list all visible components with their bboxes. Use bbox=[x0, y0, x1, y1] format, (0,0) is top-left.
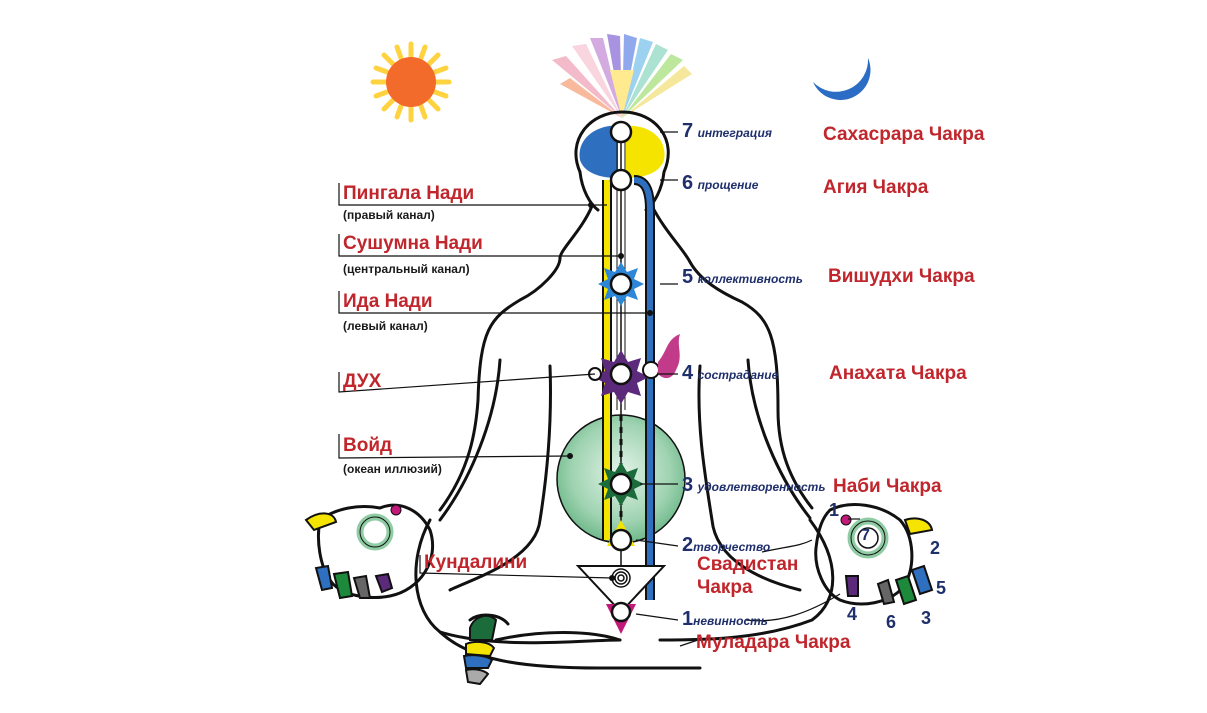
finger-number-2: 2 bbox=[930, 538, 941, 558]
chakra-1-name: Муладара Чакра bbox=[696, 632, 851, 653]
void-subtitle: (океан иллюзий) bbox=[343, 462, 442, 476]
chakra-3-label: 3 удовлетворенность bbox=[682, 474, 825, 497]
chakra-4-name: Анахата Чакра bbox=[829, 363, 967, 384]
chakra-2-name-line2: Чакра bbox=[697, 577, 753, 598]
chakra-6-label: 6 прощение bbox=[682, 172, 758, 195]
head-right-yellow bbox=[626, 125, 665, 178]
chakra-6-node bbox=[609, 168, 633, 192]
chakra-3-number: 3 bbox=[682, 474, 694, 496]
chakra-7-name: Сахасрара Чакра bbox=[823, 124, 985, 145]
chakra-5-node bbox=[598, 262, 644, 306]
finger-number-3: 3 bbox=[921, 608, 932, 628]
leader-lines bbox=[338, 131, 860, 647]
chakra-3-node bbox=[598, 462, 644, 506]
sushumna-title: Сушумна Нади bbox=[343, 233, 483, 254]
chakra-5-label: 5 коллективность bbox=[682, 266, 803, 289]
ida-subtitle: (левый канал) bbox=[343, 319, 428, 333]
chakra-1-label: 1невинность bbox=[682, 608, 768, 631]
chakra-7-label: 7 интеграция bbox=[682, 120, 772, 143]
chakra-4-label: 4 сострадание bbox=[682, 362, 778, 385]
chakra-2-quality: творчество bbox=[693, 540, 771, 554]
finger-number-4: 4 bbox=[847, 604, 858, 624]
chakra-5-number: 5 bbox=[682, 266, 694, 288]
chakra-4-quality: сострадание bbox=[697, 368, 779, 382]
chakra-3-name: Наби Чакра bbox=[833, 476, 942, 497]
left-hand-details bbox=[304, 504, 402, 600]
chakra-7-number: 7 bbox=[682, 120, 694, 142]
sushumna-subtitle: (центральный канал) bbox=[343, 262, 470, 276]
chakra-6-number: 6 bbox=[682, 172, 694, 194]
moon-icon bbox=[813, 58, 871, 100]
chakra-6-quality: прощение bbox=[697, 178, 759, 192]
foot-details bbox=[462, 614, 498, 686]
chakra-2-name-line1: Свадистан bbox=[697, 554, 799, 575]
chakra-5-quality: коллективность bbox=[697, 272, 803, 286]
pingala-title: Пингала Нади bbox=[343, 183, 475, 204]
crown-rays-icon bbox=[552, 34, 692, 118]
ida-title: Ида Нади bbox=[343, 291, 433, 312]
chakra-7-quality: интеграция bbox=[697, 126, 772, 140]
chakra-2-label: 2творчество bbox=[682, 534, 770, 557]
chakra-2-node bbox=[607, 520, 635, 552]
leader-dots bbox=[567, 202, 653, 581]
finger-number-1: 1 bbox=[829, 500, 840, 520]
finger-number-5: 5 bbox=[936, 578, 947, 598]
kundalini-title: Кундалини bbox=[424, 552, 528, 573]
void-title: Войд bbox=[343, 435, 393, 456]
sun-icon bbox=[370, 41, 452, 123]
hand-center-number: 7 bbox=[861, 527, 870, 544]
chakra-5-name: Вишудхи Чакра bbox=[828, 266, 975, 287]
chakra-1-quality: невинность bbox=[693, 614, 768, 628]
chakra-6-name: Агия Чакра bbox=[823, 177, 929, 198]
pingala-subtitle: (правый канал) bbox=[343, 208, 435, 222]
right-hand-details bbox=[840, 514, 934, 606]
chakra-2-number: 2 bbox=[682, 534, 694, 556]
chakra-1-number: 1 bbox=[682, 608, 694, 630]
finger-number-6: 6 bbox=[886, 612, 897, 632]
chakra-1-node bbox=[606, 601, 636, 634]
head-left-blue bbox=[579, 125, 618, 178]
spirit-title: ДУХ bbox=[343, 371, 382, 392]
chakra-7-node bbox=[609, 120, 633, 144]
chakra-3-quality: удовлетворенность bbox=[697, 480, 826, 494]
chakra-4-number: 4 bbox=[682, 362, 694, 384]
